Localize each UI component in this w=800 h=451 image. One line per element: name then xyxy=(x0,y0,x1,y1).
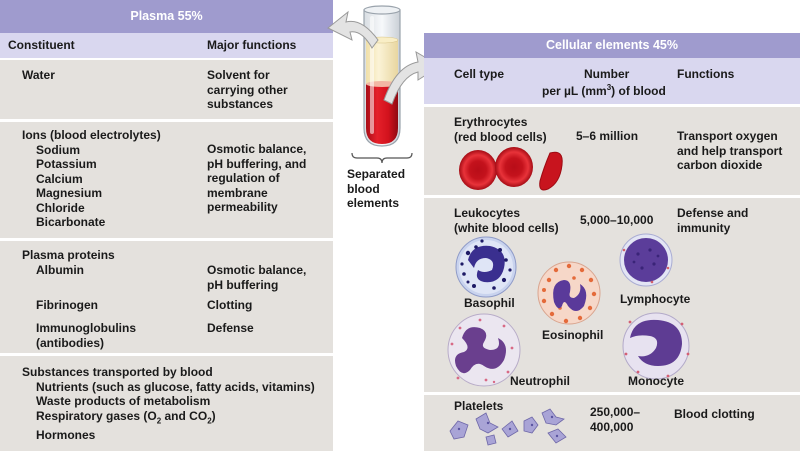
albumin-label: Albumin xyxy=(36,263,84,277)
water-function: Solvent for carrying other substances xyxy=(207,68,288,111)
monocyte-label: Monocyte xyxy=(628,374,685,388)
ions-function: Osmotic balance, pH buffering, and regul… xyxy=(207,142,307,214)
col-number-unit: per µL (mm3) of blood xyxy=(542,83,666,98)
row-erythrocytes: Erythrocytes (red blood cells) 5–6 milli… xyxy=(424,107,800,195)
red-blood-cells-icon xyxy=(459,147,563,191)
water-label: Water xyxy=(22,68,55,82)
plasma-title: Plasma 55% xyxy=(130,9,203,23)
platelets-icon xyxy=(449,408,567,446)
erythrocytes-function: Transport oxygen and help transport carb… xyxy=(677,129,783,172)
plasma-column-header: Constituent Major functions xyxy=(0,33,333,58)
platelets-function: Blood clotting xyxy=(674,407,755,421)
arrow-to-plasma-icon xyxy=(327,10,379,49)
cellular-title: Cellular elements 45% xyxy=(545,38,678,52)
tube-brace xyxy=(351,152,413,164)
erythrocytes-label: Erythrocytes (red blood cells) xyxy=(454,115,547,144)
immunoglobulins-function: Defense xyxy=(207,321,254,335)
monocyte-cell-icon xyxy=(622,312,690,380)
fibrinogen-label: Fibrinogen xyxy=(36,298,98,312)
substance-item: Hormones xyxy=(36,428,96,443)
col-major-functions: Major functions xyxy=(207,38,297,52)
substance-item: Nutrients (such as glucose, fatty acids,… xyxy=(36,379,315,394)
substance-item: Waste products of metabolism xyxy=(36,394,211,408)
neutrophil-cell-icon xyxy=(447,313,521,387)
ion-item: Sodium xyxy=(36,142,80,157)
fibrinogen-function: Clotting xyxy=(207,298,253,312)
plasma-row-water: Water Solvent for carrying other substan… xyxy=(0,60,333,119)
eosinophil-cell-icon xyxy=(537,261,601,325)
ions-list: Ions (blood electrolytes) Sodium Potassi… xyxy=(22,128,161,230)
white-blood-cells-illustration xyxy=(447,233,690,387)
basophil-cell-icon xyxy=(455,236,517,298)
ion-item: Bicarbonate xyxy=(36,215,106,229)
ion-item: Magnesium xyxy=(36,186,103,200)
leukocytes-number: 5,000–10,000 xyxy=(580,213,654,227)
plasma-row-ions: Ions (blood electrolytes) Sodium Potassi… xyxy=(0,122,333,238)
col-functions: Functions xyxy=(677,67,735,81)
lymphocyte-label: Lymphocyte xyxy=(620,292,691,306)
substance-item: Respiratory gases (O2 and CO2) xyxy=(36,408,216,425)
leukocytes-label: Leukocytes (white blood cells) xyxy=(454,206,559,235)
plasma-row-proteins: Plasma proteins Albumin Osmotic balance,… xyxy=(0,241,333,353)
ions-heading: Ions (blood electrolytes) xyxy=(22,128,161,142)
ion-item: Chloride xyxy=(36,200,85,215)
cellular-header: Cellular elements 45% xyxy=(424,33,800,58)
cellular-column-header: Cell type Number per µL (mm3) of blood F… xyxy=(424,58,800,104)
row-leukocytes: Leukocytes (white blood cells) 5,000–10,… xyxy=(424,198,800,392)
proteins-heading: Plasma proteins xyxy=(22,248,115,262)
substances-list: Substances transported by blood Nutrient… xyxy=(22,365,315,443)
plasma-header: Plasma 55% xyxy=(0,0,333,33)
platelets-label: Platelets xyxy=(454,399,504,413)
col-number: Number xyxy=(584,67,630,81)
lymphocyte-cell-icon xyxy=(619,233,673,287)
col-cell-type: Cell type xyxy=(454,67,505,81)
ion-item: Potassium xyxy=(36,157,97,171)
eosinophil-label: Eosinophil xyxy=(542,328,604,342)
albumin-function: Osmotic balance, pH buffering xyxy=(207,263,307,292)
immunoglobulins-label: Immunoglobulins (antibodies) xyxy=(36,321,136,350)
ion-item: Calcium xyxy=(36,171,83,186)
basophil-label: Basophil xyxy=(464,296,515,310)
erythrocytes-number: 5–6 million xyxy=(576,129,639,143)
row-platelets: Platelets 250,000– 400,000 Blood clottin… xyxy=(424,395,800,451)
substances-heading: Substances transported by blood xyxy=(22,365,213,379)
col-constituent: Constituent xyxy=(8,38,75,52)
plasma-row-substances: Substances transported by blood Nutrient… xyxy=(0,356,333,451)
neutrophil-label: Neutrophil xyxy=(510,374,570,388)
platelets-number: 250,000– 400,000 xyxy=(590,405,641,434)
separated-blood-elements-label: Separated blood elements xyxy=(347,167,406,210)
leukocytes-function: Defense and immunity xyxy=(677,206,749,235)
